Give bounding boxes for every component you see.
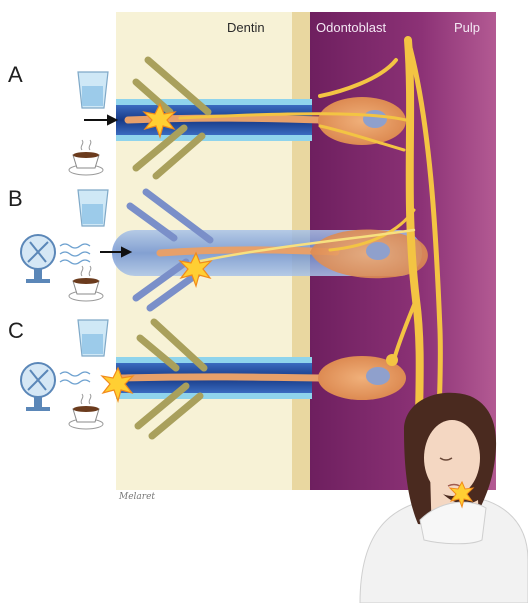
row-a-label: A (8, 62, 23, 88)
cold-water-glass-b-icon (78, 190, 108, 226)
hot-coffee-cup-a-icon (69, 140, 103, 175)
cold-water-glass-c-icon (78, 320, 108, 356)
air-fan-b-icon (21, 235, 90, 283)
row-c-tubule (116, 357, 322, 399)
row-b-label: B (8, 186, 23, 212)
air-fan-c-icon (21, 363, 90, 411)
nerve-ending-row-c (386, 354, 398, 366)
hot-coffee-cup-c-icon (69, 394, 103, 429)
cold-water-glass-a-icon (78, 72, 108, 108)
hot-coffee-cup-b-icon (69, 266, 103, 301)
row-c-label: C (8, 318, 24, 344)
pulp-label: Pulp (454, 20, 480, 35)
odontoblast-label: Odontoblast (316, 20, 386, 35)
dentin-label: Dentin (227, 20, 265, 35)
row-a-tubule (116, 99, 322, 141)
artist-signature: Melaret (119, 492, 155, 502)
